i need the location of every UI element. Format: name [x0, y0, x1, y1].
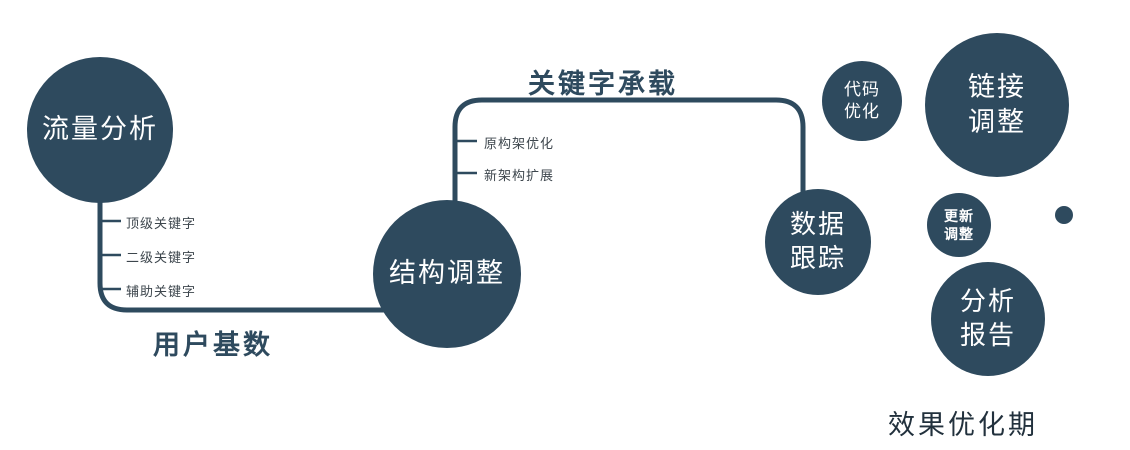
connector-user-base-line: [97, 198, 386, 313]
dot-marker: [1055, 206, 1073, 224]
branch-label-second-keywords: 二级关键字: [126, 250, 197, 265]
node-data-tracking-label: 数据 跟踪: [789, 209, 846, 273]
node-structure-adjust-label: 结构调整: [389, 258, 505, 289]
branch-label-original-arch: 原构架优化: [484, 136, 555, 151]
node-link-adjust-label: 链接 调整: [968, 71, 1026, 137]
node-link-adjust: 链接 调整: [925, 33, 1069, 177]
edge-label-user-base: 用户基数: [153, 330, 273, 360]
connector-traffic-branch-ticks: [100, 219, 121, 291]
branch-label-aux-keywords: 辅助关键字: [126, 284, 197, 299]
connector-structure-branch-ticks: [455, 139, 477, 175]
node-analysis-report: 分析 报告: [931, 262, 1045, 376]
caption-effect-optimize-period: 效果优化期: [888, 410, 1038, 440]
edge-label-keyword-carry: 关键字承载: [528, 69, 678, 99]
connector-keyword-carry-line: [452, 97, 806, 202]
node-traffic-analysis-label: 流量分析: [42, 114, 158, 145]
branch-label-top-keywords: 顶级关键字: [126, 216, 197, 231]
node-code-optimize: 代码 优化: [822, 61, 902, 141]
node-update-adjust-label: 更新 调整: [944, 207, 974, 242]
node-analysis-report-label: 分析 报告: [959, 286, 1016, 350]
node-code-optimize-label: 代码 优化: [844, 79, 880, 121]
branch-label-new-arch: 新架构扩展: [484, 168, 555, 183]
node-update-adjust: 更新 调整: [927, 193, 991, 257]
node-traffic-analysis: 流量分析: [27, 57, 173, 203]
node-data-tracking: 数据 跟踪: [765, 189, 871, 295]
node-structure-adjust: 结构调整: [373, 200, 521, 348]
